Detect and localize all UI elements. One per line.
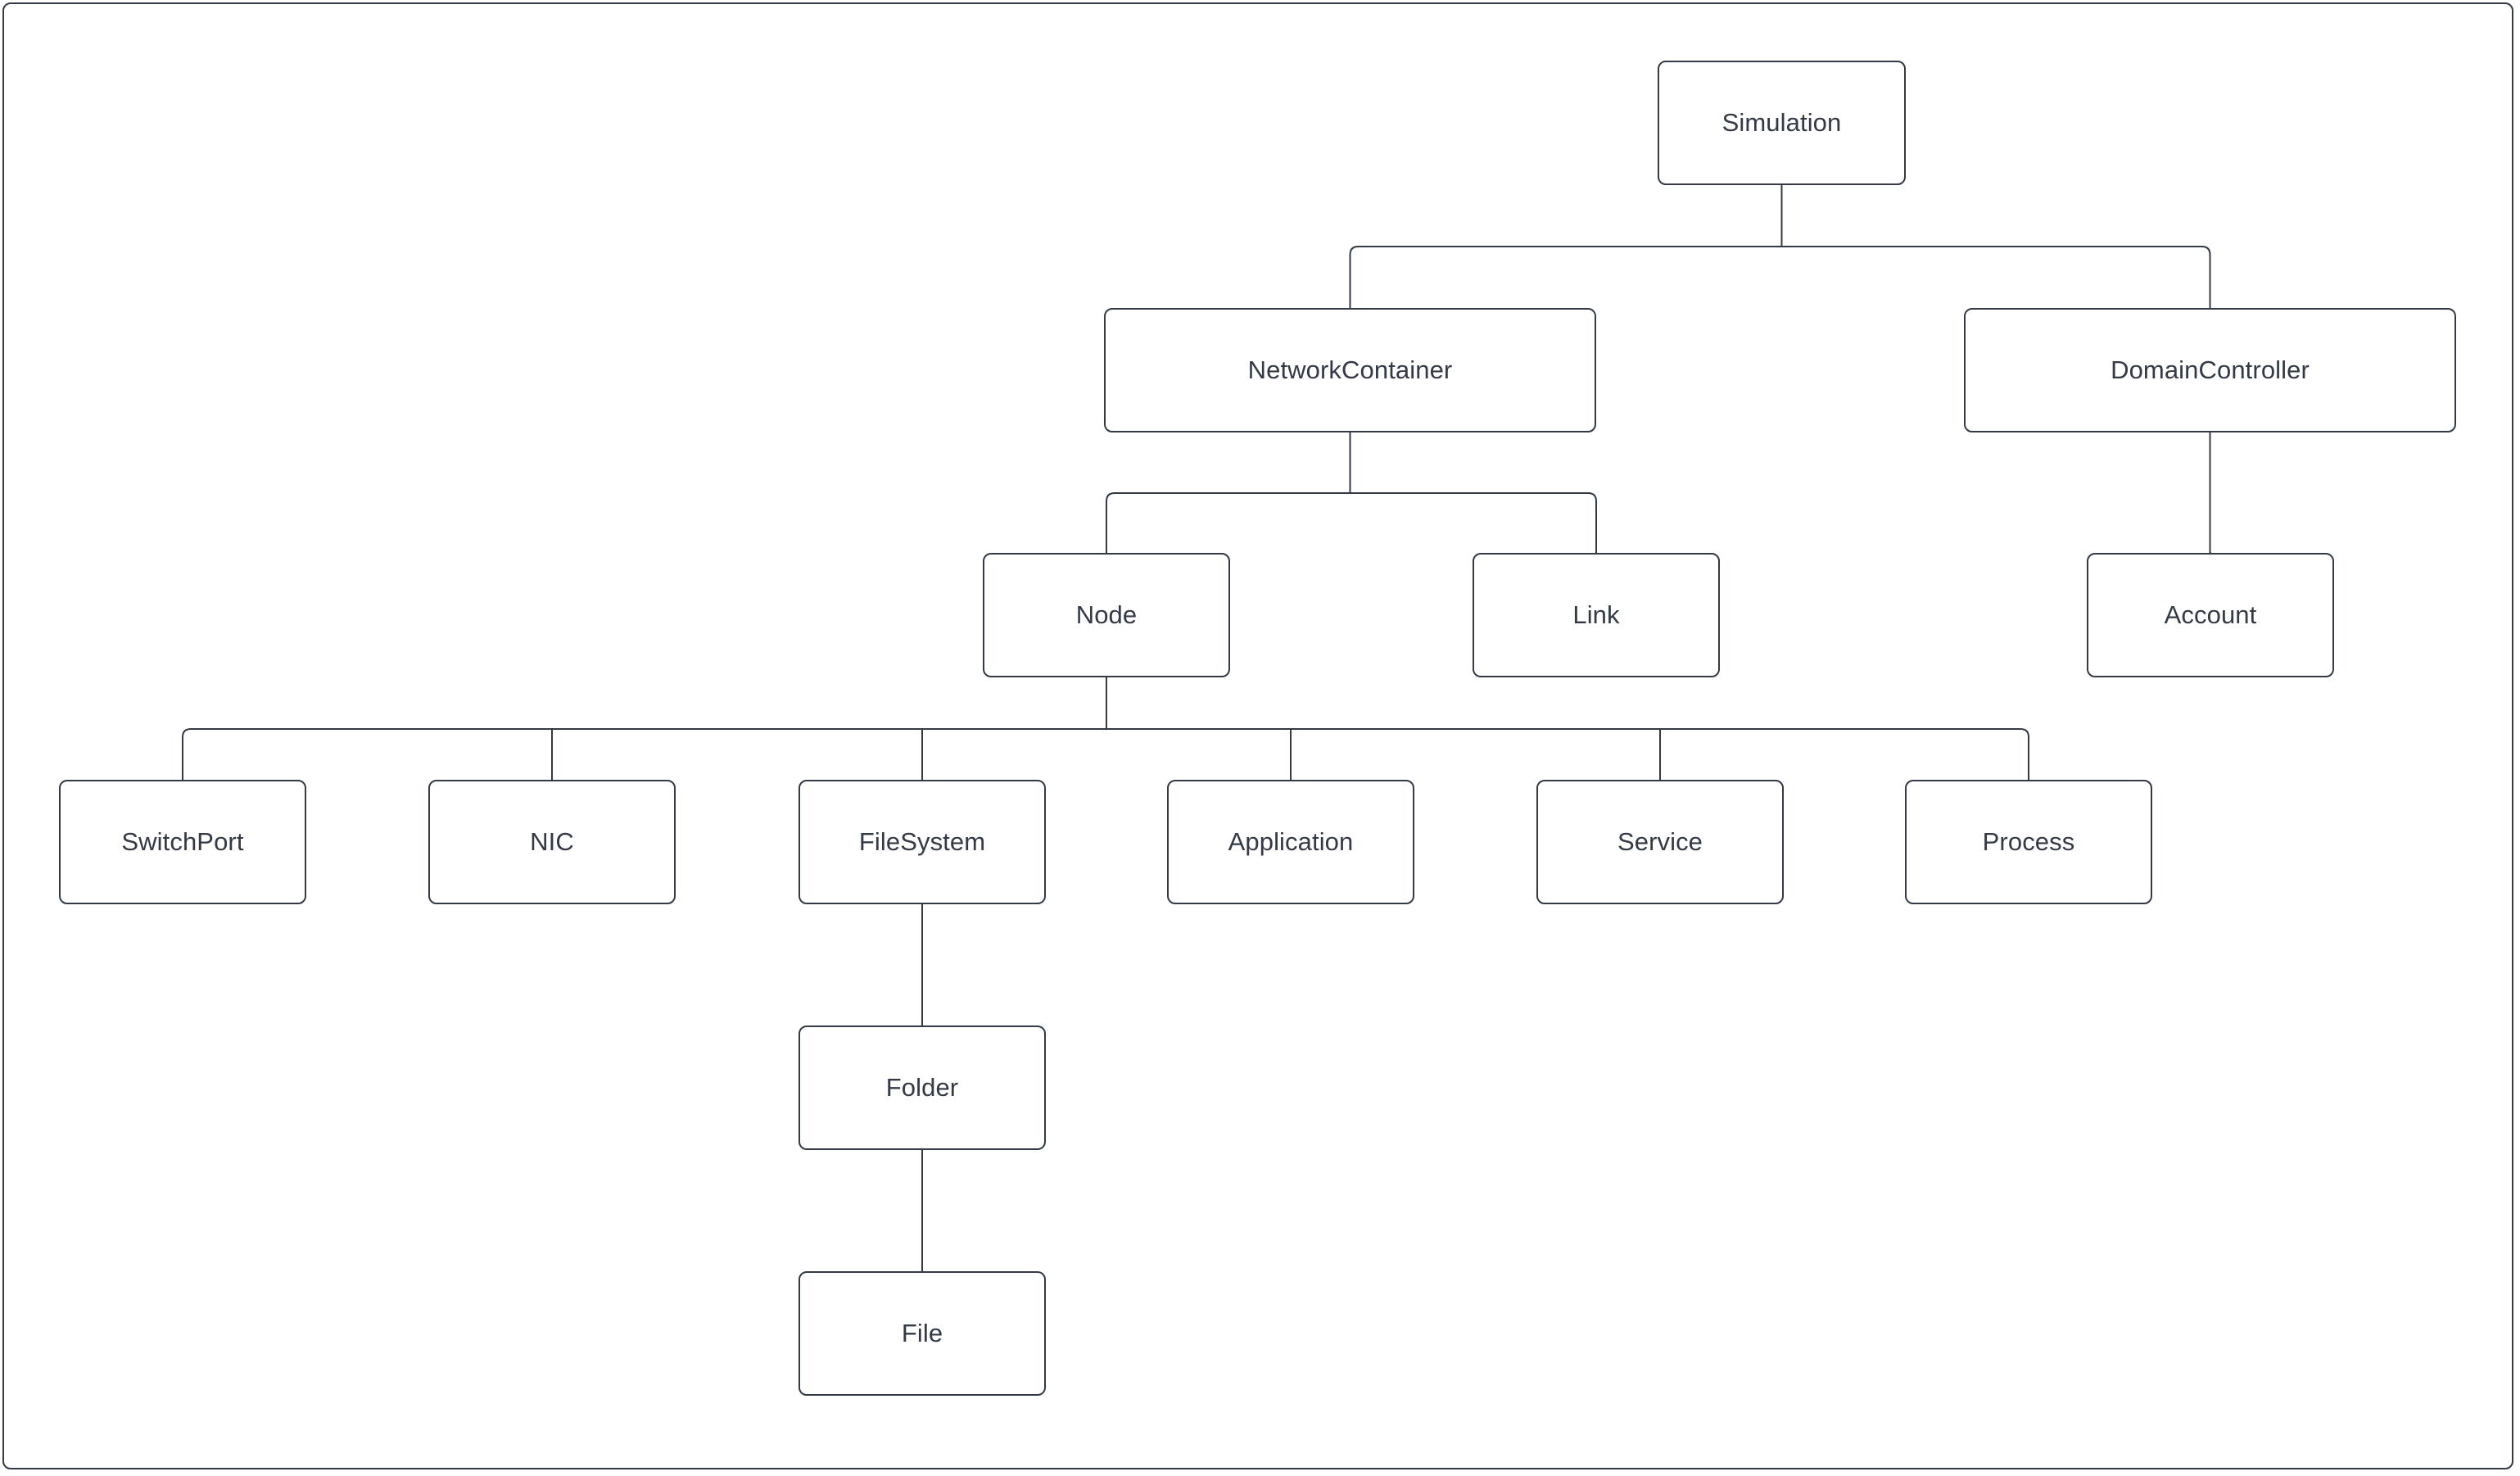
edge-node-to-switchport <box>182 728 192 808</box>
class-node-label: FileSystem <box>858 826 986 856</box>
class-node-label: Service <box>1617 826 1703 856</box>
edge-networkcontainer-to-node <box>1106 492 1115 581</box>
class-node-filesystem[interactable]: FileSystem <box>799 780 1046 904</box>
class-node-label: NIC <box>530 826 574 856</box>
edge-node-to-process <box>2020 728 2029 808</box>
class-node-folder[interactable]: Folder <box>799 1026 1046 1150</box>
class-node-label: Link <box>1572 600 1620 629</box>
class-node-account[interactable]: Account <box>2087 553 2334 677</box>
class-node-service[interactable]: Service <box>1536 780 1784 904</box>
class-node-label: NetworkContainer <box>1247 355 1453 384</box>
class-node-node[interactable]: Node <box>983 553 1230 677</box>
class-node-label: Application <box>1228 826 1354 856</box>
edge-simulation-to-domaincontroller <box>2201 246 2211 308</box>
class-node-label: Folder <box>885 1072 959 1102</box>
class-node-nic[interactable]: NIC <box>428 780 676 904</box>
class-node-link[interactable]: Link <box>1473 553 1720 677</box>
class-node-switchport[interactable]: SwitchPort <box>59 780 306 904</box>
class-node-process[interactable]: Process <box>1905 780 2152 904</box>
class-node-label: Simulation <box>1721 107 1842 137</box>
class-node-networkcontainer[interactable]: NetworkContainer <box>1104 308 1596 432</box>
class-node-label: Process <box>1982 826 2075 856</box>
class-node-label: SwitchPort <box>121 826 244 856</box>
class-node-file[interactable]: File <box>799 1271 1046 1396</box>
class-node-label: DomainController <box>2111 355 2310 384</box>
class-node-simulation[interactable]: Simulation <box>1658 61 1906 185</box>
class-node-domaincontroller[interactable]: DomainController <box>1964 308 2456 432</box>
class-node-label: Account <box>2164 600 2257 629</box>
class-node-application[interactable]: Application <box>1167 780 1414 904</box>
edge-networkcontainer-to-link <box>1587 492 1597 581</box>
edge-simulation-to-networkcontainer <box>1349 246 1359 308</box>
class-node-label: Node <box>1075 600 1138 629</box>
class-node-label: File <box>901 1318 943 1347</box>
